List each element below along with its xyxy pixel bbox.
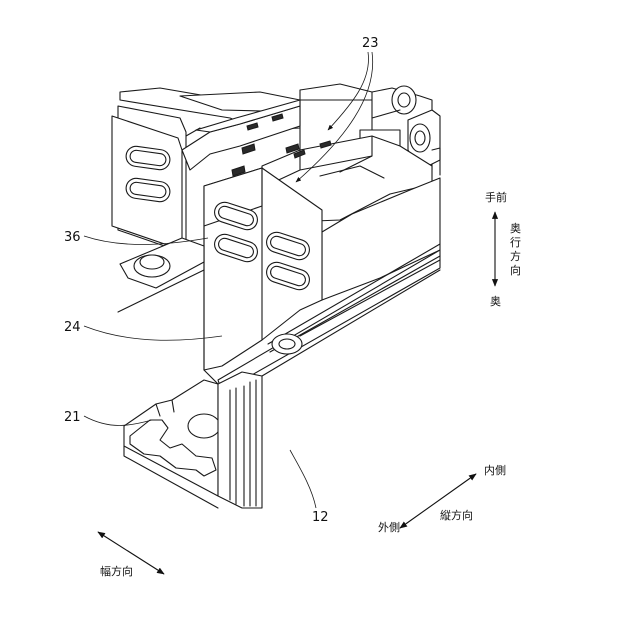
- lengthwise-axis-label: 縦方向: [440, 508, 473, 522]
- depth-direction-indicator: 手前 奥 行 方 向 奥: [485, 190, 521, 308]
- label-36: 36: [64, 230, 81, 245]
- depth-axis-char-2: 行: [510, 236, 521, 249]
- label-12: 12: [312, 510, 329, 525]
- lengthwise-outer-label: 外側: [378, 521, 400, 534]
- lengthwise-inner-label: 内側: [484, 463, 506, 477]
- width-direction-indicator: 幅方向: [98, 532, 164, 578]
- lengthwise-direction-indicator: 内側 縦方向 外側: [378, 463, 506, 534]
- depth-axis-char-3: 方: [510, 249, 521, 263]
- reference-24: 24: [64, 320, 222, 340]
- base-plate: [124, 380, 220, 508]
- reference-12: 12: [290, 450, 329, 525]
- label-23: 23: [362, 36, 379, 51]
- label-21: 21: [64, 410, 81, 425]
- left-mounting-pad: [118, 238, 204, 312]
- depth-axis-char-4: 向: [510, 263, 521, 277]
- depth-front-label: 手前: [485, 190, 507, 204]
- depth-back-label: 奥: [490, 294, 501, 308]
- width-axis-label: 幅方向: [100, 564, 133, 578]
- label-24: 24: [64, 320, 81, 335]
- depth-axis-char-1: 奥: [510, 221, 521, 235]
